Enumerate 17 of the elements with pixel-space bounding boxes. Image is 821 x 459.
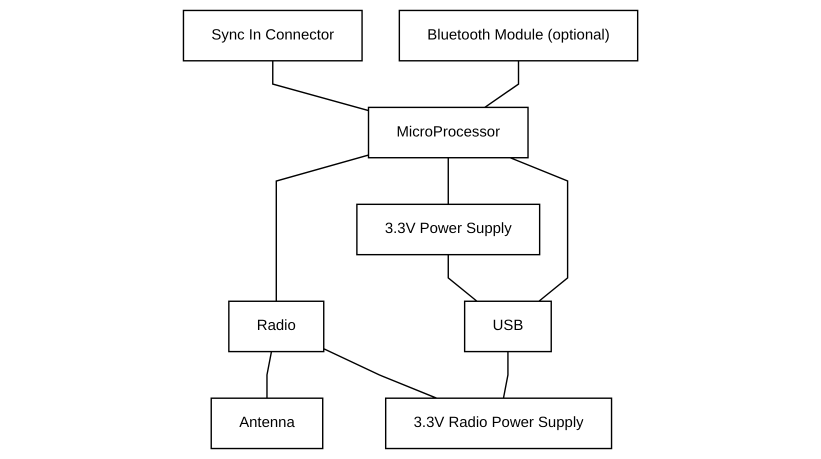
connector (502, 352, 509, 398)
node-box: 3.3V Power Supply (356, 204, 540, 256)
connector (448, 158, 449, 204)
connector (276, 154, 369, 302)
connector (510, 157, 568, 302)
node-box: MicroProcessor (368, 106, 529, 158)
connector (266, 351, 272, 398)
connector (484, 60, 520, 108)
node-box: Bluetooth Module (optional) (398, 10, 638, 62)
node-box: Antenna (210, 398, 324, 450)
node-box: Radio (228, 300, 324, 352)
connector (448, 254, 478, 302)
node-box: USB (464, 300, 552, 352)
node-box: 3.3V Radio Power Supply (384, 398, 612, 450)
connector (272, 60, 369, 112)
connector (323, 348, 437, 399)
node-box: Sync In Connector (182, 10, 363, 62)
